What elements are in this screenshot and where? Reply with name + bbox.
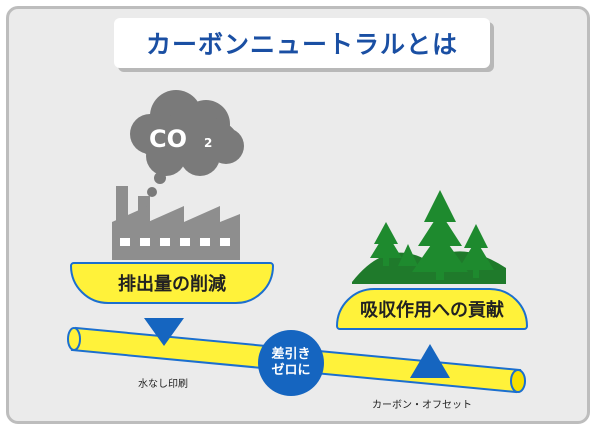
factory-icon: [112, 186, 240, 260]
carbon-offset-caption: カーボン・オフセット: [372, 400, 472, 411]
absorption-contribution-label: 吸収作用への貢献: [336, 288, 528, 330]
forest-icon: [352, 190, 506, 284]
down-arrow-icon: [144, 318, 184, 346]
co2-subscript: 2: [204, 136, 212, 150]
emission-reduction-label: 排出量の削減: [70, 262, 274, 304]
net-zero-line1: 差引き: [271, 346, 311, 362]
co2-label: CO: [149, 125, 187, 153]
title-text: カーボンニュートラルとは: [145, 30, 458, 59]
page-title: カーボンニュートラルとは: [114, 18, 490, 68]
up-arrow-icon: [410, 344, 450, 378]
co2-cloud-icon: [130, 90, 244, 208]
waterless-printing-caption: 水なし印刷: [138, 379, 188, 390]
net-zero-badge: 差引き ゼロに: [258, 330, 324, 396]
net-zero-line2: ゼロに: [271, 363, 311, 378]
